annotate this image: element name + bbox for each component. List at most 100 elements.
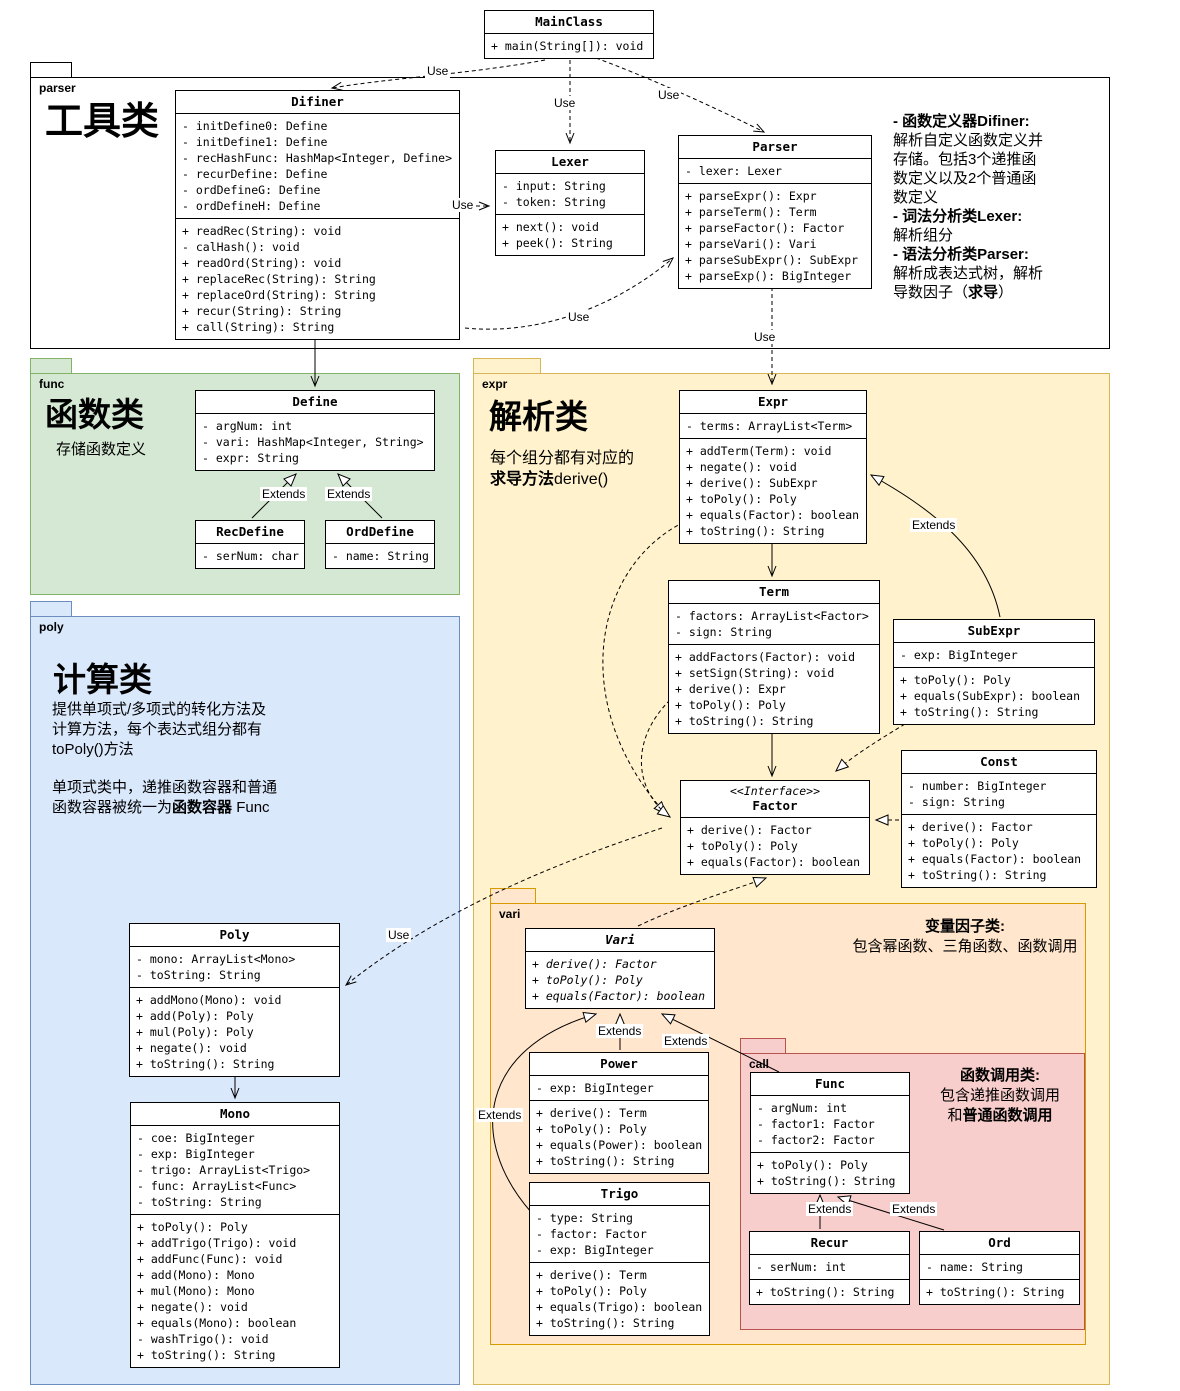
note-line: 导数因子（求导） — [893, 284, 1014, 301]
use-label: Use — [752, 330, 778, 344]
member-row: + parseExp(): BigInteger — [685, 269, 852, 283]
class-title: OrdDefine — [346, 524, 414, 539]
member-row: + equals(SubExpr): boolean — [900, 689, 1081, 703]
methods-section: + derive(): Factor + toPoly(): Poly + equa… — [902, 814, 1096, 887]
attributes-section: - name: String — [326, 543, 434, 568]
member-row: + addTerm(Term): void — [686, 444, 832, 458]
class-title: Mono — [219, 1106, 251, 1121]
extends-label: Extends — [806, 1202, 854, 1216]
class-const: Const - number: BigInteger- sign: String… — [901, 750, 1097, 888]
methods-section: + derive(): Factor+ toPoly(): Poly+ equa… — [681, 817, 869, 874]
note-poly-2: 单项式类中，递推函数容器和普通函数容器被统一为函数容器 Func — [52, 778, 277, 818]
extends-label: Extends — [476, 1108, 524, 1122]
note-line: 存储。包括3个递推函 — [893, 151, 1037, 168]
member-row: + toString(): String — [908, 868, 1047, 882]
package-tab-expr — [473, 358, 541, 374]
member-row: + toString(): String — [757, 1174, 896, 1188]
class-title: Difiner — [291, 94, 344, 109]
member-row: + call(String): String — [182, 320, 335, 334]
member-row: + toString(): String — [686, 524, 825, 538]
member-row: - ordDefineG: Define — [182, 183, 321, 197]
attributes-section: - serNum: char — [196, 543, 304, 568]
member-row: + equals(Mono): boolean — [137, 1316, 297, 1330]
class-mono: Mono - coe: BigInteger - exp: BigInteger -… — [130, 1102, 340, 1368]
member-row: + derive(): Factor — [908, 820, 1033, 834]
package-title: 计算类 — [53, 661, 152, 698]
member-row: - input: String — [502, 179, 606, 193]
class-title: Func — [814, 1076, 846, 1091]
member-row: + add(Poly): Poly — [136, 1009, 254, 1023]
member-row: - coe: BigInteger — [137, 1131, 255, 1145]
extends-label: Extends — [890, 1202, 938, 1216]
member-row: + parseTerm(): Term — [685, 205, 817, 219]
note-line: 函数容器被统一为函数容器 Func — [52, 799, 270, 816]
member-row: - factor2: Factor — [757, 1133, 875, 1147]
member-row: - mono: ArrayList<Mono> — [136, 952, 296, 966]
note-line: 数定义 — [893, 189, 939, 206]
note-line: 包含幂函数、三角函数、函数调用 — [852, 938, 1078, 955]
class-title: Ord — [988, 1235, 1011, 1250]
note-line: 解析组分 — [893, 227, 954, 244]
attributes-section: - lexer: Lexer — [679, 158, 871, 183]
class-title: Define — [292, 394, 338, 409]
note-parser: - 函数定义器Difiner:解析自定义函数定义并存储。包括3个递推函数定义以及… — [893, 112, 1111, 302]
member-row: + toString(): String — [536, 1154, 675, 1168]
methods-section: + toPoly(): Poly+ addTrigo(Trigo): void+… — [131, 1214, 339, 1367]
member-row: - name: String — [926, 1260, 1023, 1274]
attributes-section: - terms: ArrayList<Term> — [680, 413, 866, 438]
class-mainclass: MainClass + main(String[]): void — [484, 10, 654, 59]
member-row: + parseExpr(): Expr — [685, 189, 817, 203]
class-title: Expr — [757, 394, 789, 409]
attributes-section: - input: String- token: String — [496, 173, 644, 214]
member-row: + toPoly(): Poly — [536, 1284, 647, 1298]
member-row: + recur(String): String — [182, 304, 342, 318]
member-row: + derive(): SubExpr — [686, 476, 818, 490]
member-row: + toString(): String — [536, 1316, 675, 1330]
note-line: 变量因子类: — [925, 918, 1005, 935]
member-row: + derive(): Term — [536, 1268, 647, 1282]
attributes-section: - serNum: int — [750, 1254, 909, 1279]
member-row: - initDefine0: Define — [182, 119, 328, 133]
note-expr: 每个组分都有对应的求导方法derive() — [490, 448, 634, 490]
member-row: + parseSubExpr(): SubExpr — [685, 253, 859, 267]
methods-section: + toString(): String — [750, 1279, 909, 1304]
note-line: 单项式类中，递推函数容器和普通 — [52, 779, 278, 796]
member-row: - exp: BigInteger — [137, 1147, 255, 1161]
note-vari: 变量因子类: 包含幂函数、三角函数、函数调用 — [845, 917, 1085, 957]
member-row: - argNum: int — [757, 1101, 848, 1115]
note-call: 函数调用类:包含递推函数调用和普通函数调用 — [915, 1066, 1085, 1126]
member-row: + add(Mono): Mono — [137, 1268, 255, 1282]
class-define: Define - argNum: int- vari: HashMap<Inte… — [195, 390, 435, 471]
member-row: + mul(Poly): Poly — [136, 1025, 254, 1039]
class-title: Poly — [219, 927, 250, 942]
use-label: Use — [450, 198, 476, 212]
interface-stereotype: <<Interface>> — [729, 784, 820, 798]
class-func: Func - argNum: int- factor1: Factor- fac… — [750, 1072, 910, 1194]
member-row: - expr: String — [202, 451, 299, 465]
member-row: + next(): void — [502, 220, 599, 234]
note-line: 解析成表达式树，解析 — [893, 265, 1044, 282]
package-tab-parser — [30, 62, 72, 78]
extends-label: Extends — [596, 1024, 644, 1038]
package-title: 解析类 — [489, 398, 588, 435]
member-row: - recurDefine: Define — [182, 167, 328, 181]
extends-label: Extends — [260, 487, 308, 501]
member-row: - toString: String — [136, 968, 261, 982]
interface-factor: <<Interface>> Factor + derive(): Factor+… — [680, 780, 870, 875]
note-line: 提供单项式/多项式的转化方法及 — [52, 701, 267, 718]
class-ord: Ord - name: String + toString(): String — [919, 1231, 1080, 1305]
class-poly: Poly - mono: ArrayList<Mono> - toString: … — [129, 923, 340, 1077]
use-label: Use — [566, 310, 592, 324]
package-label: call — [749, 1057, 770, 1071]
methods-section: + toPoly(): Poly+ equals(SubExpr): boole… — [894, 667, 1094, 724]
member-row: + toPoly(): Poly — [908, 836, 1019, 850]
member-row: - exp: BigInteger — [900, 648, 1018, 662]
member-row: + equals(Factor): boolean — [908, 852, 1082, 866]
member-row: + toPoly(): Poly — [686, 492, 797, 506]
class-vari: Vari + derive(): Factor+ toPoly(): Poly+… — [525, 928, 715, 1009]
member-row: + toPoly(): Poly — [687, 839, 798, 853]
package-title: 函数类 — [45, 396, 144, 433]
methods-section: + addTerm(Term): void+ negate(): void+ d… — [680, 438, 866, 543]
member-row: - trigo: ArrayList<Trigo> — [137, 1163, 311, 1177]
methods-section: + addFactors(Factor): void+ setSign(Stri… — [669, 644, 879, 733]
